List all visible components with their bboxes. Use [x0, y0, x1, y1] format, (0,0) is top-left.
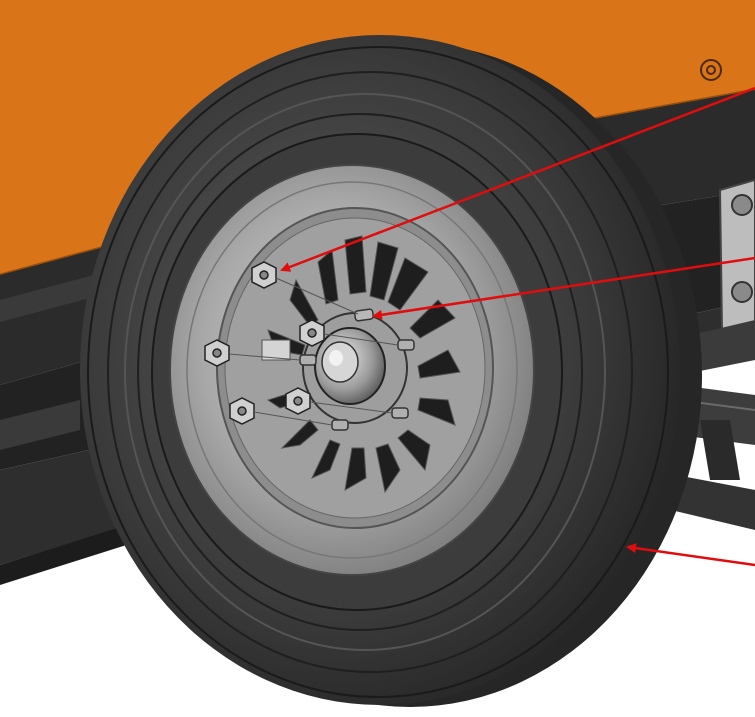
callout-arrow-wheel-stud [372, 256, 755, 320]
callout-arrows [280, 86, 755, 567]
lug-nut [251, 261, 277, 289]
rivet-icon [700, 59, 722, 81]
wheel-stud [354, 308, 374, 322]
lug-nuts [204, 261, 325, 425]
exploded-view-lines [228, 277, 399, 426]
callout-arrow-lug-nut [280, 86, 755, 272]
callout-arrow-tire [626, 543, 755, 567]
rim-spoke-windows [261, 235, 461, 494]
wheel-hub [302, 312, 408, 424]
lug-studs [299, 308, 415, 431]
